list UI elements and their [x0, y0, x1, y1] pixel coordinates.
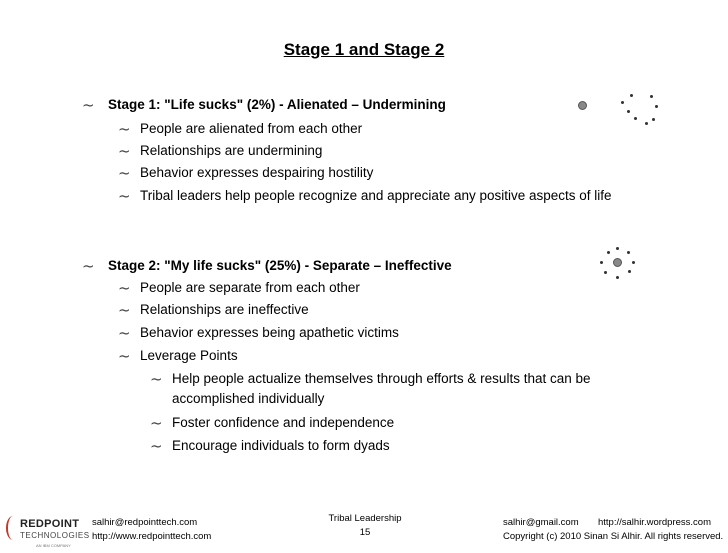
stage1-point: ~ Behavior expresses despairing hostilit… [118, 163, 660, 183]
leverage-point-text: Help people actualize themselves through… [172, 371, 591, 406]
bullet-tilde: ~ [118, 324, 131, 342]
footer-left: salhir@redpointtech.com http://www.redpo… [92, 516, 211, 544]
bullet-tilde: ~ [150, 370, 163, 388]
bullet-tilde: ~ [118, 142, 131, 160]
leverage-point: ~ Help people actualize themselves throu… [150, 369, 652, 409]
stage1-heading-text: Stage 1: "Life sucks" (2%) - Alienated –… [108, 97, 446, 112]
footer-left-url[interactable]: http://www.redpointtech.com [92, 531, 212, 542]
stage1-point-text: People are alienated from each other [140, 121, 363, 136]
scattered-dots-icon [575, 90, 665, 130]
bullet-tilde: ~ [118, 120, 131, 138]
stage2-point: ~ Relationships are ineffective [118, 300, 660, 320]
bullet-tilde: ~ [150, 414, 163, 432]
footer-left-email[interactable]: salhir@redpointtech.com [92, 517, 198, 528]
stage1-point: ~ People are alienated from each other [118, 119, 660, 139]
bullet-tilde: ~ [118, 187, 131, 205]
bullet-tilde: ~ [150, 437, 163, 455]
bullet-tilde: ~ [82, 257, 95, 275]
stage2-point: ~ Behavior expresses being apathetic vic… [118, 323, 660, 343]
stage1-point-text: Relationships are undermining [140, 143, 323, 158]
bullet-tilde: ~ [118, 164, 131, 182]
leverage-point-text: Encourage individuals to form dyads [172, 438, 390, 453]
logo-tagline: AN IBM COMPANY [36, 543, 71, 548]
stage2-point: ~ Leverage Points [118, 346, 660, 366]
slide-title: Stage 1 and Stage 2 [283, 40, 445, 59]
footer-right-url[interactable]: http://salhir.wordpress.com [598, 517, 711, 528]
footer-center-title: Tribal Leadership [328, 513, 402, 524]
leverage-point: ~ Encourage individuals to form dyads [150, 436, 652, 456]
stage1-point-text: Tribal leaders help people recognize and… [140, 188, 612, 203]
stage1-point: ~ Relationships are undermining [118, 141, 660, 161]
leverage-point-text: Foster confidence and independence [172, 415, 395, 430]
slide-footer: REDPOINT TECHNOLOGIES AN IBM COMPANY sal… [0, 512, 728, 548]
stage1-heading: ~ Stage 1: "Life sucks" (2%) - Alienated… [82, 95, 446, 115]
page-number: 15 [359, 527, 371, 538]
footer-right-email[interactable]: salhir@gmail.com [503, 517, 579, 528]
bullet-tilde: ~ [118, 301, 131, 319]
stage2-point-text: People are separate from each other [140, 280, 360, 295]
bullet-tilde: ~ [82, 96, 95, 114]
stage2-point-text: Behavior expresses being apathetic victi… [140, 325, 399, 340]
stage2-point: ~ People are separate from each other [118, 278, 660, 298]
logo-subtitle: TECHNOLOGIES [20, 531, 90, 540]
footer-right: salhir@gmail.com http://salhir.wordpress… [503, 516, 723, 544]
footer-center: Tribal Leadership 15 [320, 512, 410, 540]
stage2-heading: ~ Stage 2: "My life sucks" (25%) - Separ… [82, 256, 452, 276]
logo-name: REDPOINT [20, 518, 80, 530]
bullet-tilde: ~ [118, 347, 131, 365]
stage2-point-text: Leverage Points [140, 348, 238, 363]
bullet-tilde: ~ [118, 279, 131, 297]
stage1-point: ~ Tribal leaders help people recognize a… [118, 186, 640, 206]
ring-of-dots-icon [592, 244, 642, 284]
stage2-point-text: Relationships are ineffective [140, 302, 309, 317]
leverage-point: ~ Foster confidence and independence [150, 413, 652, 433]
logo-mark-icon [6, 516, 20, 540]
stage1-point-text: Behavior expresses despairing hostility [140, 165, 374, 180]
stage2-heading-text: Stage 2: "My life sucks" (25%) - Separat… [108, 258, 452, 273]
footer-copyright: Copyright (c) 2010 Sinan Si Alhir. All r… [503, 531, 724, 542]
redpoint-logo: REDPOINT TECHNOLOGIES AN IBM COMPANY [6, 514, 89, 548]
